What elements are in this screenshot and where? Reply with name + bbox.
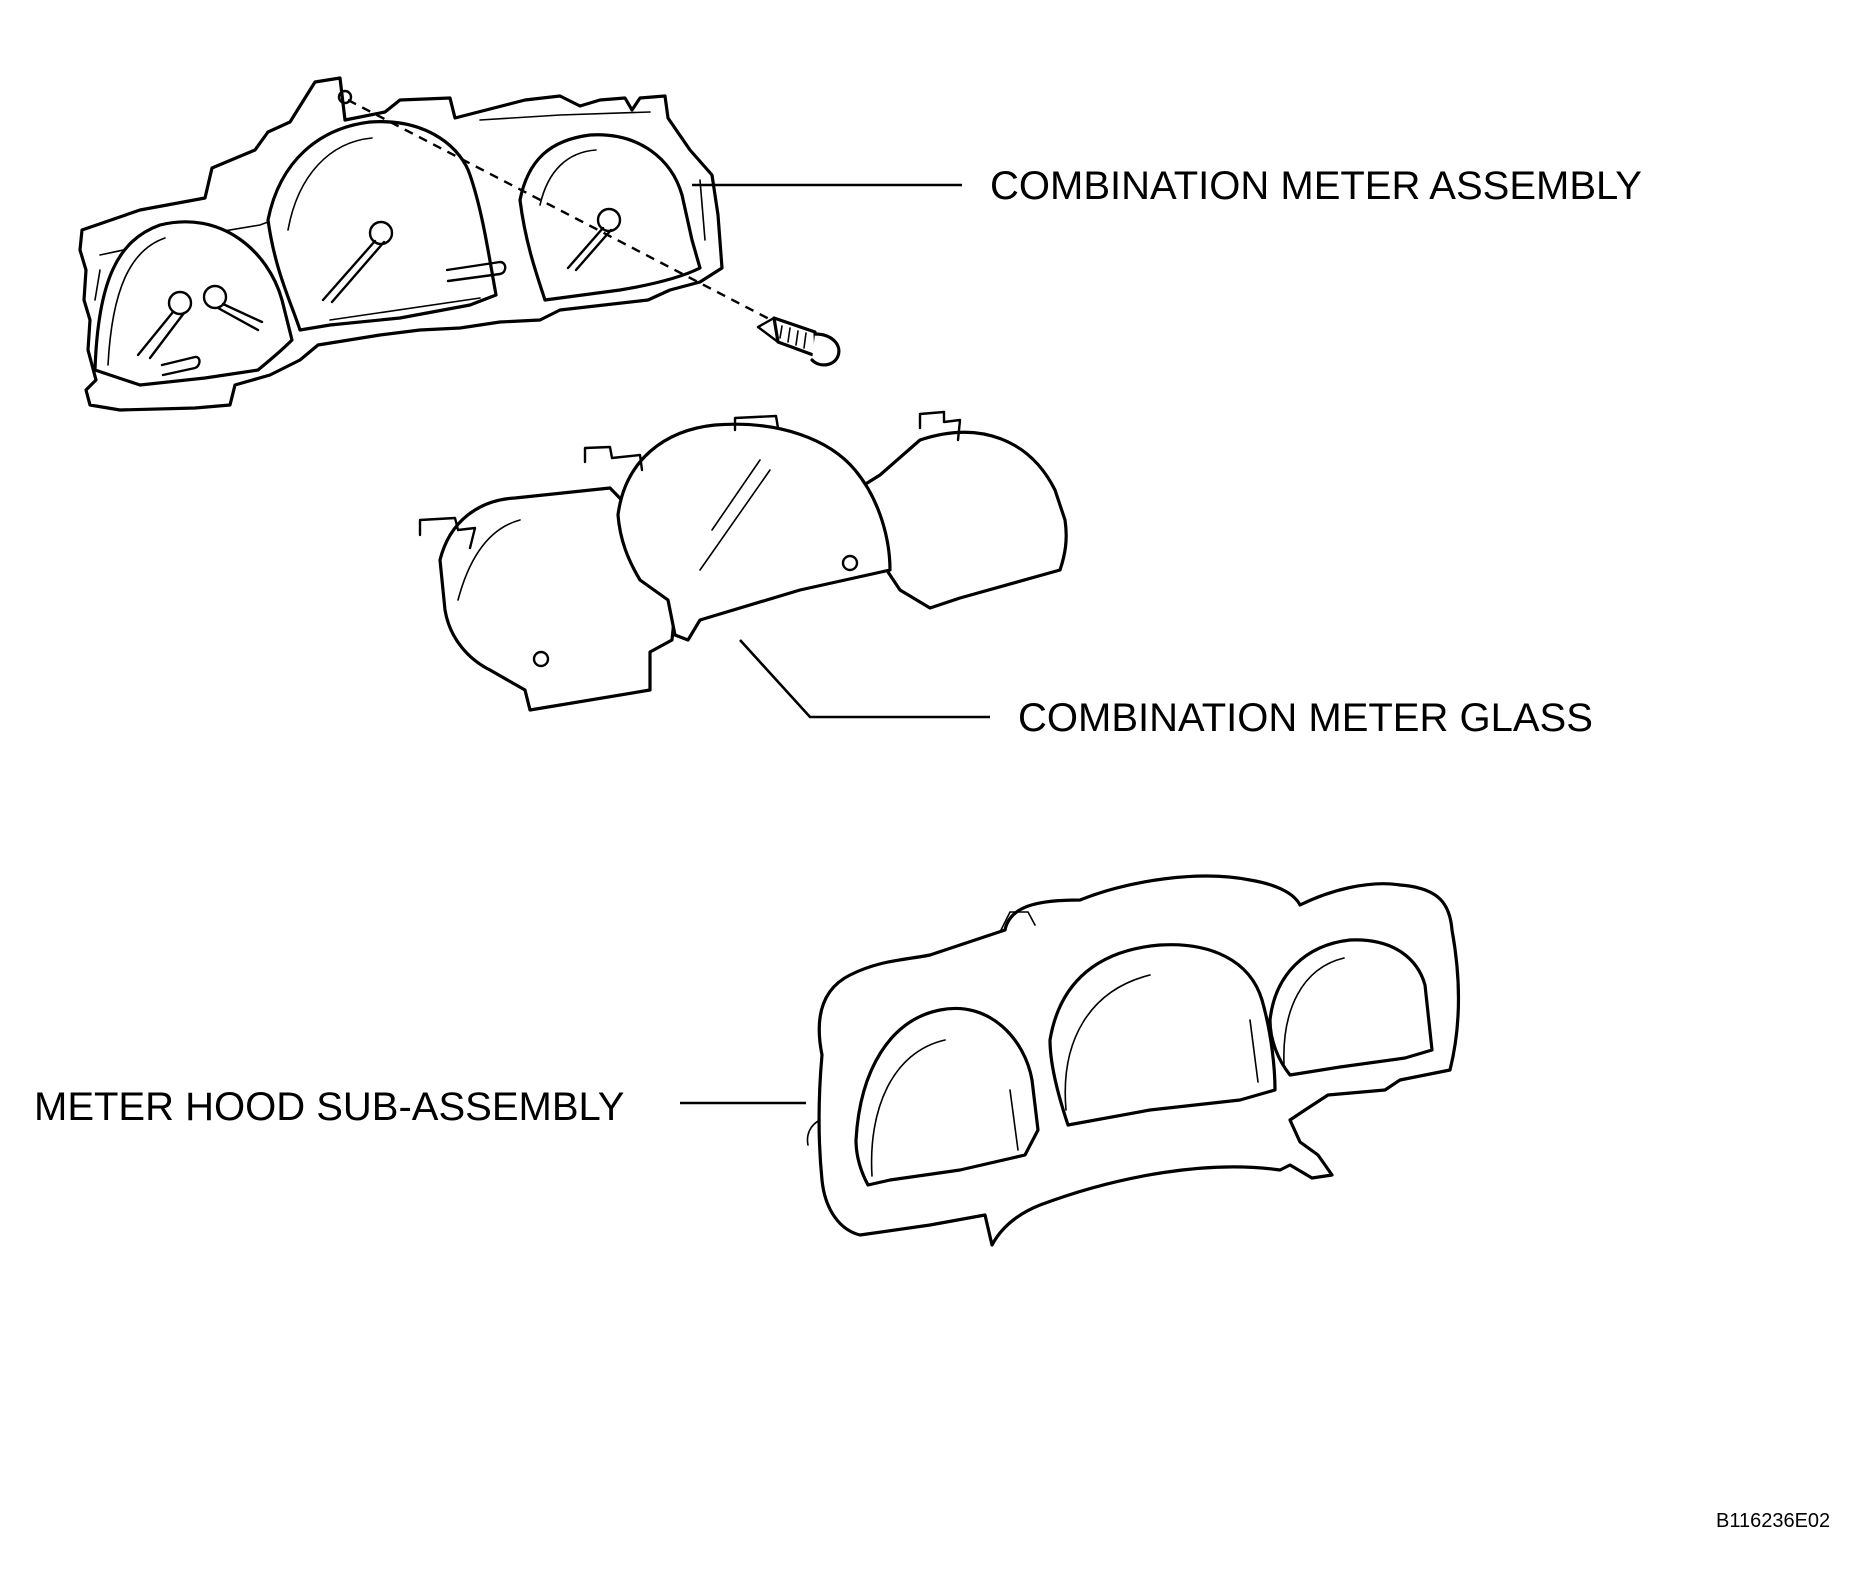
combination-meter-glass-drawing xyxy=(418,410,1068,712)
screw-alignment-line xyxy=(347,98,776,324)
figure-code: B116236E02 xyxy=(1716,1510,1831,1532)
meter-hood-sub-assembly-drawing xyxy=(806,874,1461,1247)
label-meter-hood-sub-assembly: METER HOOD SUB-ASSEMBLY xyxy=(34,1085,625,1129)
combination-meter-assembly-drawing xyxy=(78,76,841,412)
leader-line-combination-meter-glass xyxy=(739,639,990,719)
label-combination-meter-glass: COMBINATION METER GLASS xyxy=(1018,696,1593,740)
label-combination-meter-assembly: COMBINATION METER ASSEMBLY xyxy=(990,164,1642,208)
